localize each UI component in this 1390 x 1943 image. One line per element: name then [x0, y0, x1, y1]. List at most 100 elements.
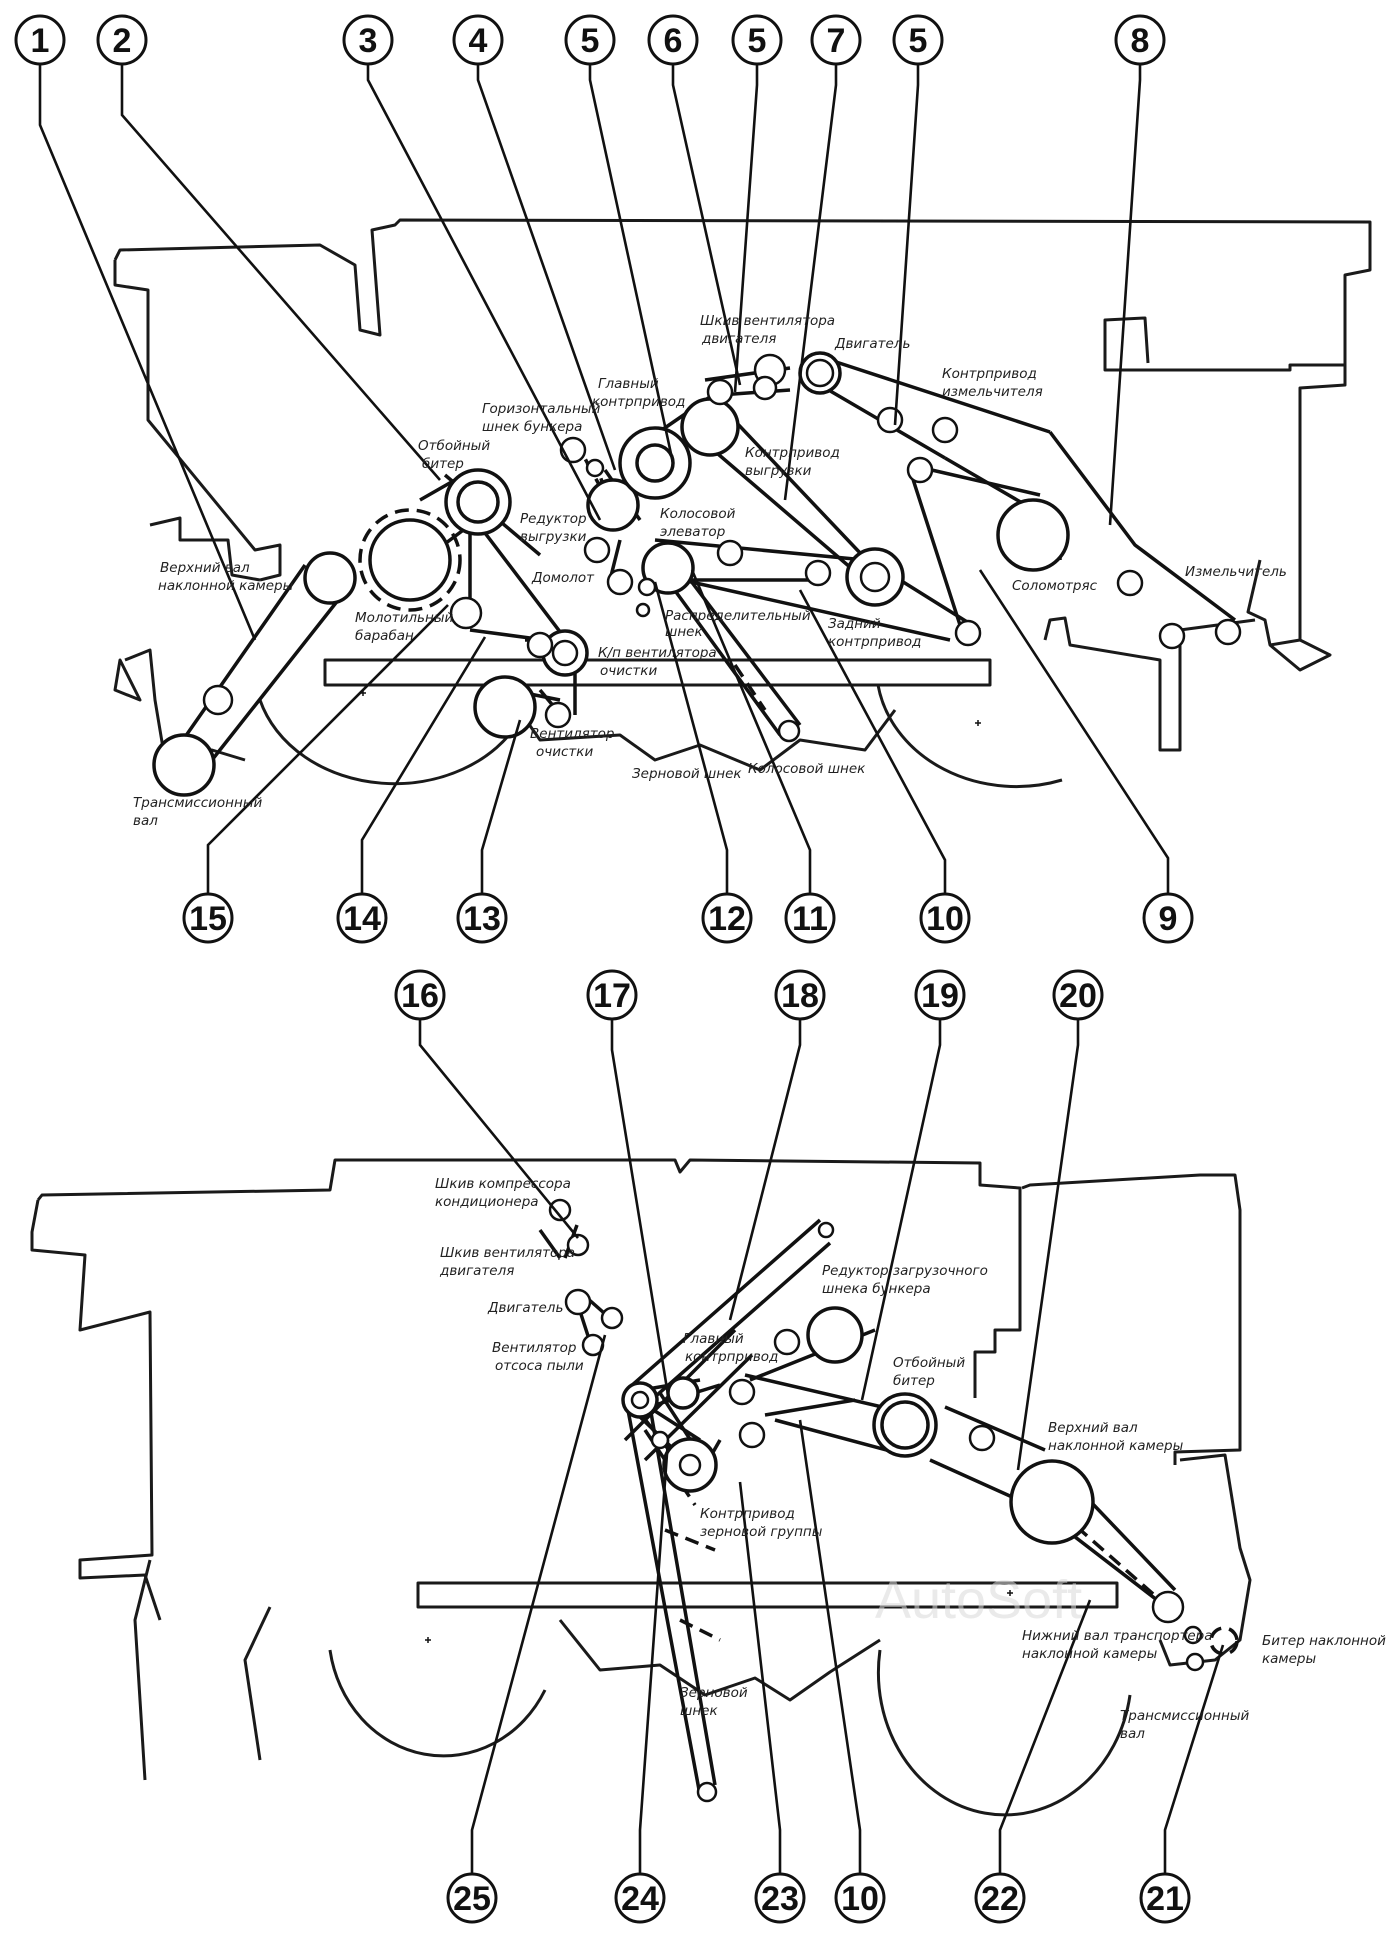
idler-pulley-9 — [637, 577, 657, 597]
idler-b-2 — [773, 1328, 801, 1356]
callout-number: 1 — [31, 22, 50, 60]
callout-circle — [919, 892, 971, 944]
bottom-leader-lines — [418, 1018, 1225, 1883]
label-rethresher: Домолот — [531, 570, 595, 586]
callout-circle — [394, 969, 446, 1021]
b-label-beater-1: Отбойный — [893, 1355, 965, 1371]
b-label-feeder-beater-2: камеры — [1262, 1651, 1316, 1667]
callout-number: 22 — [981, 1880, 1019, 1918]
callout-circle — [182, 892, 234, 944]
idler-b-6 — [650, 1430, 670, 1450]
label-engine-fan-pulley-1: Шкив вентилятора — [700, 313, 835, 329]
rear-countershaft-inner — [859, 561, 891, 593]
engine-pulley-inner — [805, 358, 835, 388]
idler-pulley-6 — [706, 378, 734, 406]
callout-18: 18 — [774, 969, 826, 1021]
watermark: AutoSoft — [875, 1570, 1082, 1630]
callout-number: 16 — [401, 977, 439, 1015]
callout-21: 21 — [1139, 1872, 1191, 1924]
label-main-countershaft-2: контрпривод — [592, 394, 685, 410]
callout-22: 22 — [974, 1872, 1026, 1924]
threshing-drum-pulley — [368, 518, 452, 602]
b-label-feeder-upper-shaft-1: Верхний вал — [1048, 1420, 1138, 1436]
label-feeder-upper-shaft-1: Верхний вал — [160, 560, 250, 576]
callout-number: 3 — [359, 22, 378, 60]
idler-b-1 — [600, 1306, 624, 1330]
idler-pulley-7 — [583, 536, 611, 564]
idler-pulley-11 — [716, 539, 744, 567]
engine-fan-idler — [752, 375, 778, 401]
callout-circle — [974, 1872, 1026, 1924]
grain-auger-top-inner — [630, 1390, 650, 1410]
b-label-feeder-lower-shaft-1: Нижний вал транспортера — [1022, 1628, 1213, 1644]
callout-circle — [774, 969, 826, 1021]
label-feeder-upper-shaft-2: наклонной камеры — [158, 578, 294, 594]
callout-7: 7 — [810, 14, 862, 66]
callout-number: 4 — [469, 22, 488, 60]
idler-pulley-4 — [544, 701, 572, 729]
callout-circle — [336, 892, 388, 944]
callout-circle — [446, 1872, 498, 1924]
callout-circle — [1052, 969, 1104, 1021]
callout-circle — [731, 14, 783, 66]
b-label-main-countershaft-1: Главный — [683, 1331, 744, 1347]
label-grain-auger: Зерновой шнек — [632, 766, 742, 782]
beater-pulley-b-inner — [880, 1400, 930, 1450]
engine-pulley-b — [564, 1288, 592, 1316]
label-bunker-auger-2: шнек бункера — [482, 419, 582, 435]
b-label-ac-compressor-2: кондиционера — [435, 1194, 539, 1210]
callout-circle — [834, 1872, 886, 1924]
callout-8: 8 — [1114, 14, 1166, 66]
callout-circle — [96, 14, 148, 66]
idler-pulley-17 — [1116, 569, 1144, 597]
b-label-main-countershaft-2: контрпривод — [685, 1349, 778, 1365]
callout-number: 23 — [761, 1880, 799, 1918]
callout-circle — [1142, 892, 1194, 944]
callout-circle — [14, 14, 66, 66]
feeder-lower-shaft-b — [1151, 1590, 1185, 1624]
callout-number: 10 — [926, 900, 964, 938]
main-countershaft-pulley-small — [635, 443, 675, 483]
callout-number: 5 — [748, 22, 767, 60]
b-label-ac-compressor-1: Шкив компрессора — [435, 1176, 571, 1192]
callout-24: 24 — [614, 1872, 666, 1924]
callout-circle — [647, 14, 699, 66]
distribution-auger-pulley — [641, 541, 695, 595]
b-label-grain-auger-1: Зерновой — [680, 1685, 748, 1701]
idler-pulley-2 — [449, 596, 483, 630]
b-label-dust-fan-1: Вентилятор — [492, 1340, 576, 1356]
callout-number: 5 — [909, 22, 928, 60]
top-pulleys — [152, 351, 1242, 797]
callout-15: 15 — [182, 892, 234, 944]
callout-circle — [914, 969, 966, 1021]
chopper-idler — [1158, 622, 1186, 650]
callout-13: 13 — [456, 892, 508, 944]
bunker-loading-reducer-pulley — [806, 1306, 864, 1364]
idler-b-3 — [738, 1421, 766, 1449]
feeder-upper-shaft-pulley — [303, 551, 357, 605]
label-cleaning-fan-gearbox-1: К/п вентилятора — [598, 645, 717, 661]
b-label-bunker-loading-reducer-2: шнека бункера — [822, 1281, 931, 1297]
label-transmission-shaft-2: вал — [133, 813, 158, 829]
label-tailings-auger: Колосовой шнек — [748, 761, 866, 777]
callout-9: 9 — [1142, 892, 1194, 944]
top-combine-outline — [113, 218, 1372, 789]
callout-10: 10 — [834, 1872, 886, 1924]
label-straw-walker: Соломотряс — [1012, 578, 1098, 594]
callout-1: 1 — [14, 14, 66, 66]
label-engine-fan-pulley-2: двигателя — [701, 331, 776, 347]
callout-number: 18 — [781, 977, 819, 1015]
callout-20: 20 — [1052, 969, 1104, 1021]
b-label-engine: Двигатель — [487, 1300, 563, 1316]
idler-b-7 — [817, 1221, 835, 1239]
label-unloading-reducer-2: выгрузки — [520, 529, 587, 545]
callout-number: 6 — [664, 22, 683, 60]
callout-number: 20 — [1059, 977, 1097, 1015]
callout-number: 9 — [1159, 900, 1178, 938]
idler-pulley-1 — [202, 684, 234, 716]
callout-number: 2 — [113, 22, 132, 60]
callout-number: 24 — [621, 1880, 659, 1918]
label-cleaning-fan-2: очистки — [536, 744, 593, 760]
